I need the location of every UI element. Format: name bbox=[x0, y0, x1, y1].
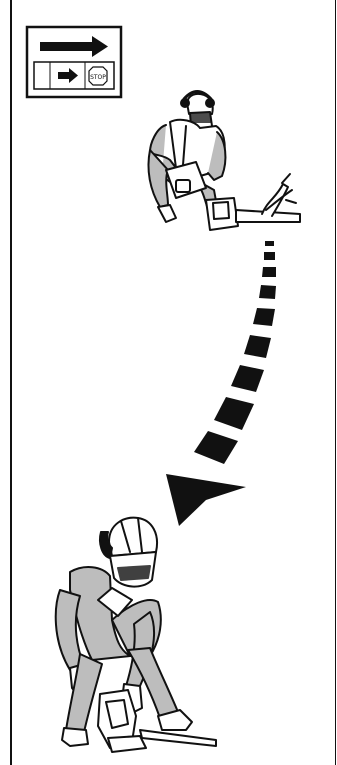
stop-label: STOP bbox=[90, 74, 106, 81]
stop-icon: STOP bbox=[89, 67, 107, 85]
curved-dashed-arrow-icon bbox=[166, 241, 276, 526]
control-sticker: STOP bbox=[27, 27, 121, 97]
crouching-operator-illustration bbox=[148, 92, 300, 231]
standing-operator-illustration bbox=[56, 518, 216, 752]
